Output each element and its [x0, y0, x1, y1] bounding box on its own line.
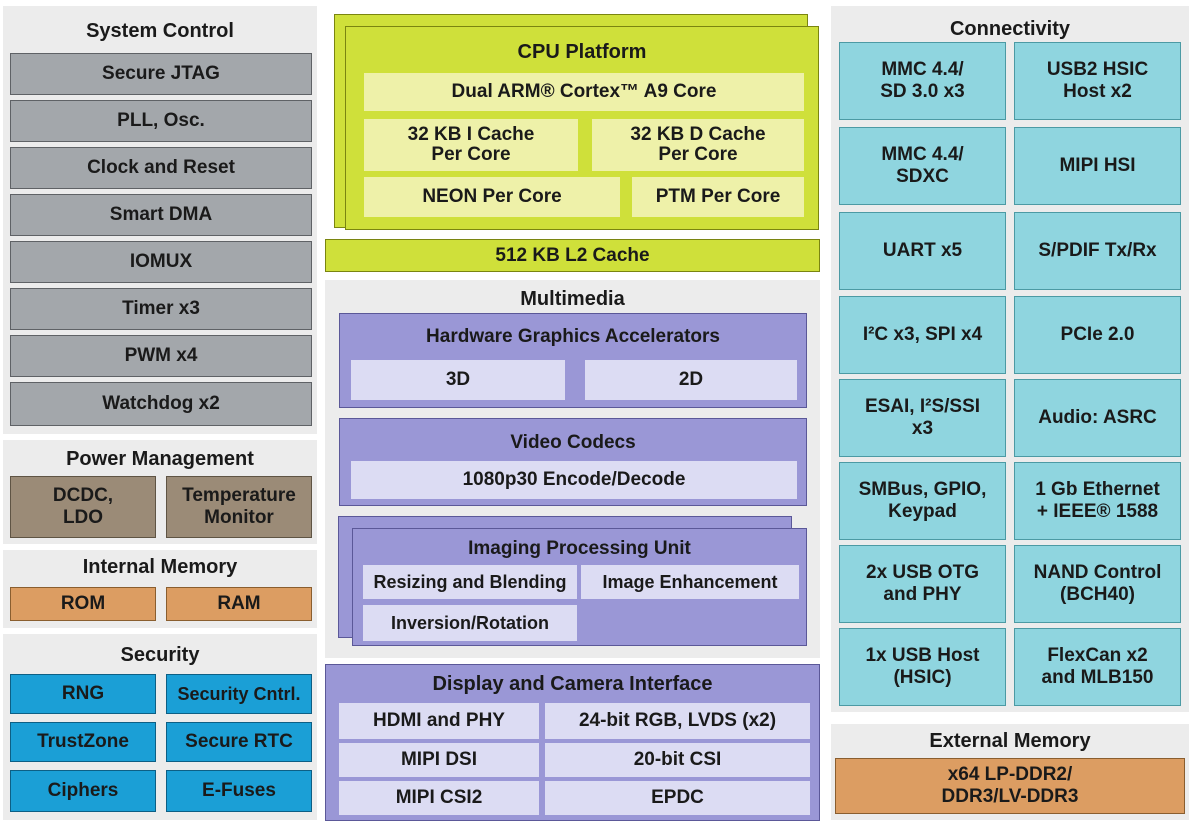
- mmc-sdxc-block: MMC 4.4/ SDXC: [839, 127, 1006, 205]
- dcdc-ldo-block: DCDC, LDO: [10, 476, 156, 538]
- display-camera-title: Display and Camera Interface: [432, 673, 713, 695]
- pwm-block: PWM x4: [10, 335, 312, 377]
- audio-asrc-block: Audio: ASRC: [1014, 379, 1181, 457]
- ipu-card: Imaging Processing Unit Resizing and Ble…: [352, 528, 807, 646]
- resizing-blending-block: Resizing and Blending: [363, 565, 577, 599]
- 3d-block: 3D: [351, 360, 565, 400]
- security-cntrl-block: Security Cntrl.: [166, 674, 312, 714]
- rom-block: ROM: [10, 587, 156, 621]
- mipi-dsi-block: MIPI DSI: [339, 743, 539, 777]
- graphics-accelerators-title: Hardware Graphics Accelerators: [426, 326, 720, 347]
- external-memory-title: External Memory: [929, 730, 1091, 752]
- flexcan-block: FlexCan x2 and MLB150: [1014, 628, 1181, 706]
- ciphers-block: Ciphers: [10, 770, 156, 812]
- i2c-spi-block: I²C x3, SPI x4: [839, 296, 1006, 374]
- neon-block: NEON Per Core: [364, 177, 620, 217]
- smart-dma-block: Smart DMA: [10, 194, 312, 236]
- pcie-block: PCIe 2.0: [1014, 296, 1181, 374]
- i-cache-block: 32 KB I Cache Per Core: [364, 119, 578, 171]
- multimedia-title: Multimedia: [520, 288, 625, 310]
- security-title: Security: [120, 644, 200, 666]
- nand-control-block: NAND Control (BCH40): [1014, 545, 1181, 623]
- temperature-monitor-block: Temperature Monitor: [166, 476, 312, 538]
- hdmi-phy-block: HDMI and PHY: [339, 703, 539, 739]
- esai-i2s-block: ESAI, I²S/SSI x3: [839, 379, 1006, 457]
- mipi-csi2-block: MIPI CSI2: [339, 781, 539, 815]
- usb-host-block: 1x USB Host (HSIC): [839, 628, 1006, 706]
- l2-cache-block: 512 KB L2 Cache: [325, 239, 820, 272]
- power-management-title: Power Management: [66, 448, 254, 470]
- video-codecs-card: Video Codecs 1080p30 Encode/Decode: [339, 418, 807, 506]
- rng-block: RNG: [10, 674, 156, 714]
- d-cache-block: 32 KB D Cache Per Core: [592, 119, 804, 171]
- secure-jtag-block: Secure JTAG: [10, 53, 312, 95]
- iomux-block: IOMUX: [10, 241, 312, 283]
- ethernet-block: 1 Gb Ethernet + IEEE® 1588: [1014, 462, 1181, 540]
- smbus-gpio-block: SMBus, GPIO, Keypad: [839, 462, 1006, 540]
- connectivity-panel: Connectivity MMC 4.4/ SD 3.0 x3 USB2 HSI…: [831, 6, 1189, 712]
- mmc-sd-block: MMC 4.4/ SD 3.0 x3: [839, 42, 1006, 120]
- cpu-platform-title: CPU Platform: [517, 41, 647, 63]
- clock-reset-block: Clock and Reset: [10, 147, 312, 189]
- 20-bit-csi-block: 20-bit CSI: [545, 743, 810, 777]
- ptm-block: PTM Per Core: [632, 177, 804, 217]
- lpddr-block: x64 LP-DDR2/ DDR3/LV-DDR3: [835, 758, 1185, 814]
- mipi-hsi-block: MIPI HSI: [1014, 127, 1181, 205]
- pll-osc-block: PLL, Osc.: [10, 100, 312, 142]
- system-control-panel: System Control Secure JTAG PLL, Osc. Clo…: [3, 6, 317, 434]
- usb-otg-block: 2x USB OTG and PHY: [839, 545, 1006, 623]
- power-management-panel: Power Management DCDC, LDO Temperature M…: [3, 440, 317, 544]
- ram-block: RAM: [166, 587, 312, 621]
- display-camera-card: Display and Camera Interface HDMI and PH…: [325, 664, 820, 821]
- connectivity-title: Connectivity: [949, 18, 1071, 40]
- external-memory-panel: External Memory x64 LP-DDR2/ DDR3/LV-DDR…: [831, 724, 1189, 820]
- watchdog-block: Watchdog x2: [10, 382, 312, 426]
- image-enhancement-block: Image Enhancement: [581, 565, 799, 599]
- 2d-block: 2D: [585, 360, 797, 400]
- ipu-title: Imaging Processing Unit: [468, 538, 691, 559]
- cpu-platform-card: CPU Platform Dual ARM® Cortex™ A9 Core 3…: [345, 26, 819, 230]
- epdc-block: EPDC: [545, 781, 810, 815]
- system-control-title: System Control: [86, 20, 234, 42]
- rgb-lvds-block: 24-bit RGB, LVDS (x2): [545, 703, 810, 739]
- usb2-hsic-block: USB2 HSIC Host x2: [1014, 42, 1181, 120]
- video-codecs-title: Video Codecs: [510, 432, 636, 453]
- graphics-accelerators-card: Hardware Graphics Accelerators 3D 2D: [339, 313, 807, 408]
- spdif-block: S/PDIF Tx/Rx: [1014, 212, 1181, 290]
- internal-memory-panel: Internal Memory ROM RAM: [3, 550, 317, 628]
- inversion-rotation-block: Inversion/Rotation: [363, 605, 577, 641]
- secure-rtc-block: Secure RTC: [166, 722, 312, 762]
- internal-memory-title: Internal Memory: [82, 556, 238, 578]
- encode-decode-block: 1080p30 Encode/Decode: [351, 461, 797, 499]
- security-panel: Security RNG Security Cntrl. TrustZone S…: [3, 634, 317, 820]
- timer-block: Timer x3: [10, 288, 312, 330]
- e-fuses-block: E-Fuses: [166, 770, 312, 812]
- arm-core-block: Dual ARM® Cortex™ A9 Core: [364, 73, 804, 111]
- uart-block: UART x5: [839, 212, 1006, 290]
- trustzone-block: TrustZone: [10, 722, 156, 762]
